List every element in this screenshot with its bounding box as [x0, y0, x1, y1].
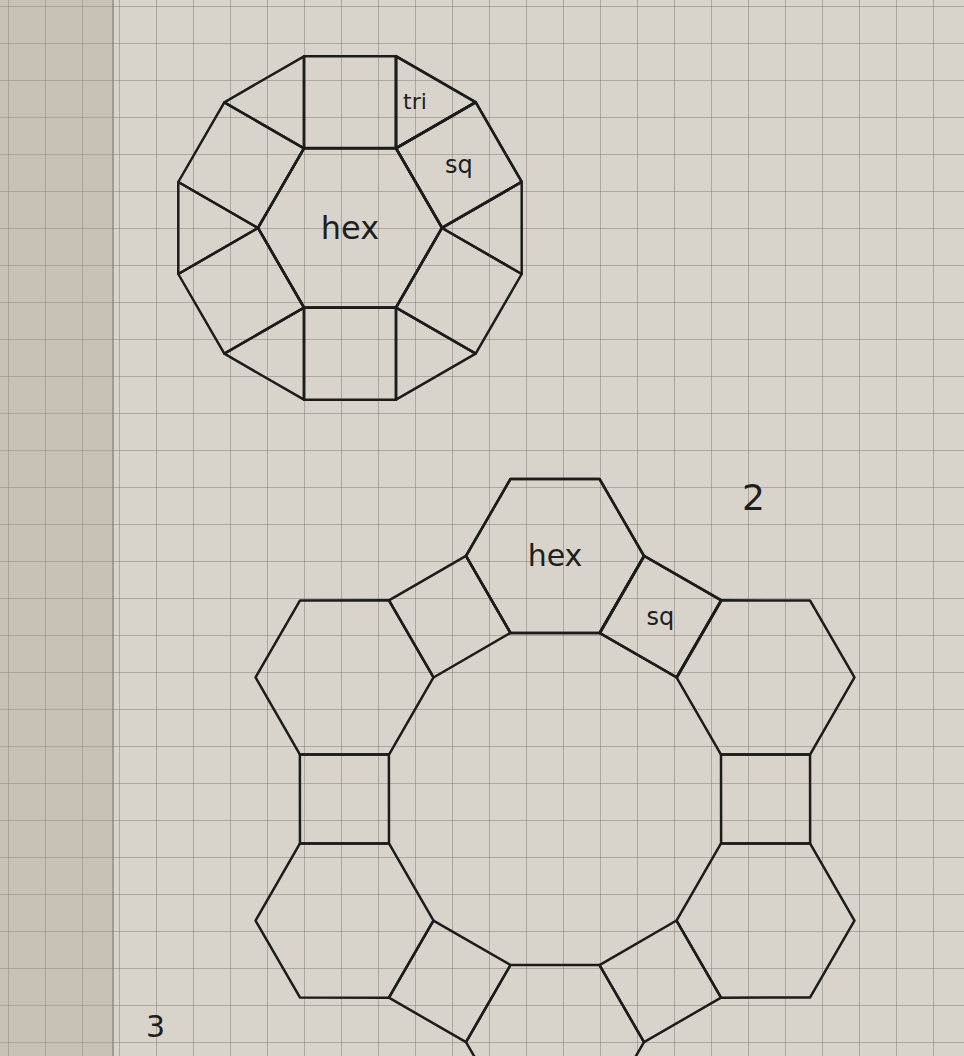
- square: [396, 228, 522, 354]
- hexagon: [258, 148, 442, 307]
- ring-segment: [466, 479, 721, 678]
- shape-label: tri: [403, 91, 427, 113]
- hexagon: [466, 965, 644, 1056]
- triangle: [224, 56, 304, 148]
- square: [389, 921, 511, 1043]
- hexagon: [233, 562, 455, 793]
- square: [396, 102, 522, 228]
- hexagon-tile: hex: [466, 479, 644, 633]
- outline: [600, 556, 722, 678]
- outline: [258, 148, 442, 307]
- ring-of-squares-and-triangles: [178, 56, 521, 399]
- triangle: [178, 182, 258, 274]
- square-tile: sq: [396, 102, 522, 228]
- square: [683, 716, 849, 882]
- outline: [466, 479, 644, 633]
- square: [261, 716, 427, 882]
- hexagon: [654, 805, 876, 1036]
- hexagon-tile: hex: [258, 148, 442, 307]
- shape-label: sq: [646, 605, 674, 629]
- square-tile: sq: [600, 556, 722, 678]
- shape-label: hex: [528, 541, 583, 571]
- triangle: [442, 182, 522, 274]
- triangle: [396, 56, 476, 148]
- ring-segment: [389, 921, 644, 1056]
- figure-number: 3: [146, 1012, 165, 1042]
- figure-number: 2: [742, 480, 765, 516]
- shape-label: hex: [321, 212, 379, 244]
- outline: [396, 102, 522, 228]
- shape-label: sq: [445, 153, 473, 177]
- hexagon: [466, 479, 644, 633]
- ring-of-hexagons-and-squares: [195, 479, 916, 1056]
- triangle: [224, 308, 304, 400]
- ring-segment: [616, 562, 915, 882]
- square: [178, 102, 304, 228]
- ring-segment: [195, 716, 494, 1036]
- ring-segment: [577, 783, 876, 1056]
- hexagon: [233, 805, 455, 1036]
- notebook-left-page: [0, 0, 114, 1056]
- square: [304, 56, 396, 148]
- triangle-tile: tri: [396, 56, 476, 148]
- square: [367, 534, 533, 700]
- outline: [396, 56, 476, 148]
- square: [178, 228, 304, 354]
- square: [600, 556, 722, 678]
- square: [577, 898, 743, 1056]
- square: [304, 308, 396, 400]
- ring-segment: [233, 495, 532, 815]
- triangle: [396, 308, 476, 400]
- hexagon: [654, 562, 876, 793]
